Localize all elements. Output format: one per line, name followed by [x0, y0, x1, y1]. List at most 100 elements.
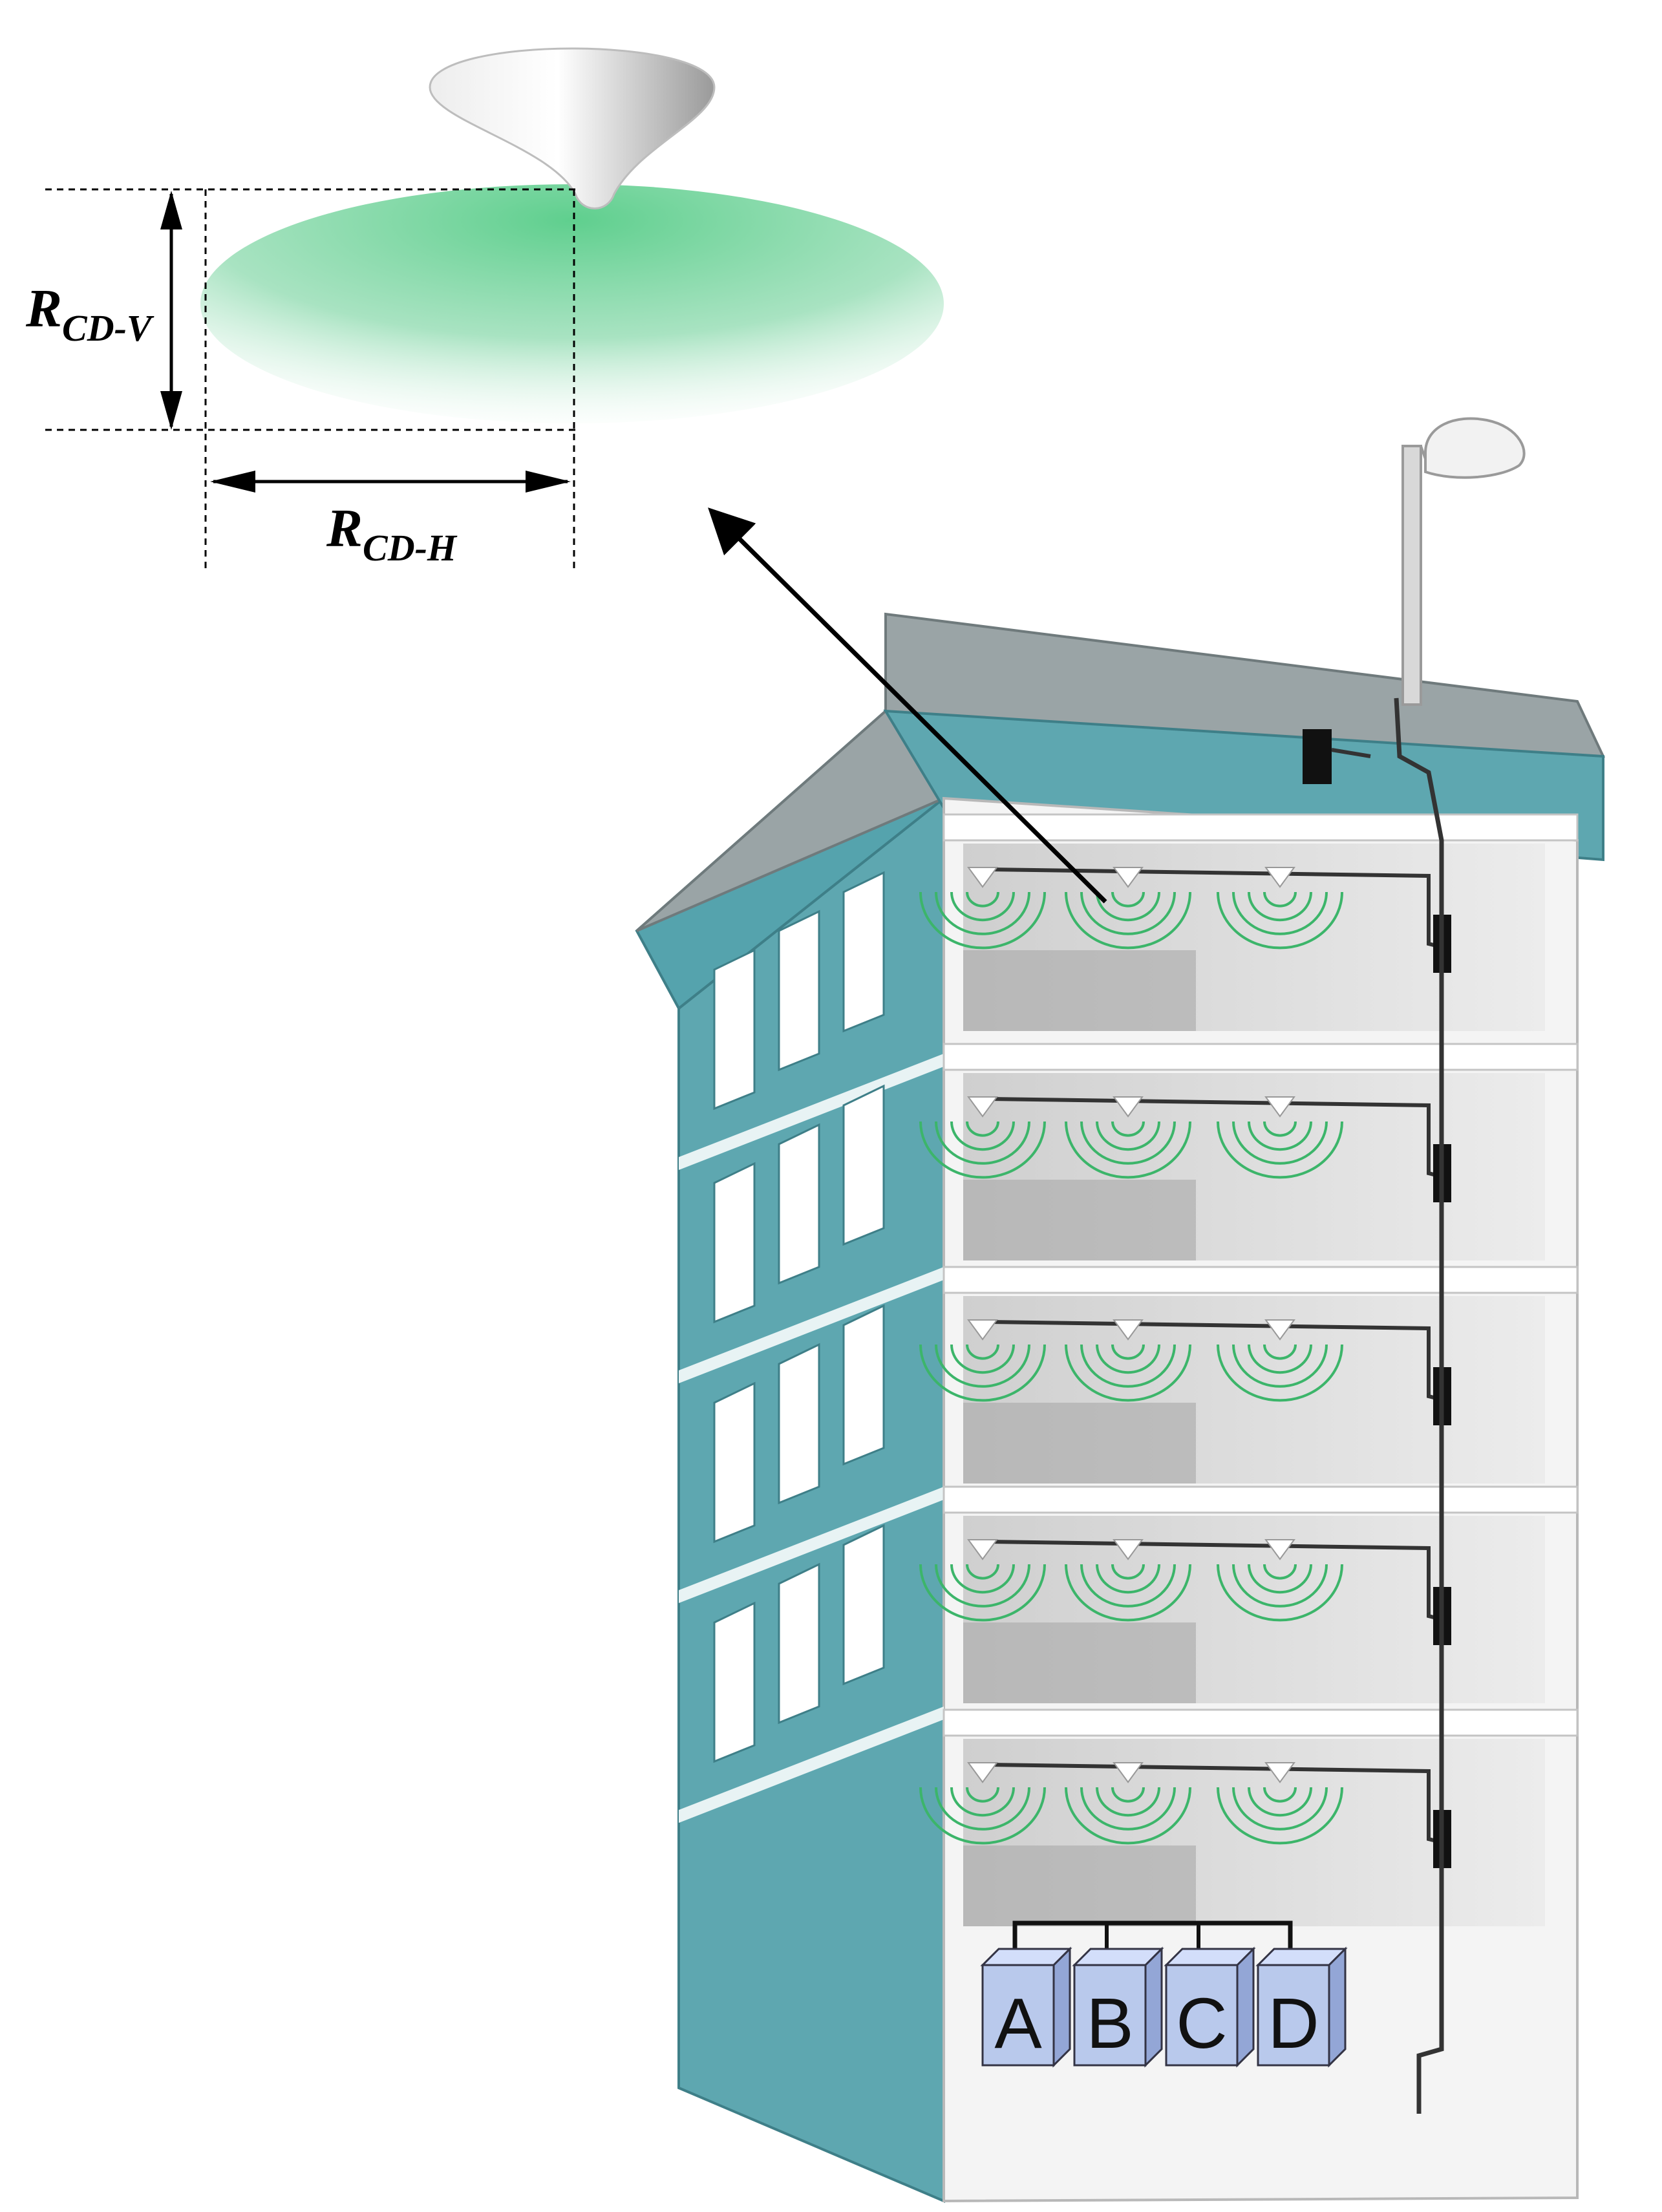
signal-arc [935, 1344, 1030, 1388]
floor-shadow [963, 1622, 1196, 1703]
ceiling-antenna-icon [429, 47, 716, 209]
ceiling-antenna [1264, 867, 1295, 888]
ceiling-antenna [967, 1762, 998, 1783]
roof-equipment-box [1303, 729, 1332, 784]
unit-box-a: A [980, 1946, 1072, 2068]
signal-arc [919, 1121, 1046, 1179]
floor-slab [943, 1266, 1579, 1294]
vertical-range-label: RCD-V [25, 279, 154, 349]
signal-arc [1263, 1121, 1297, 1137]
unit-box-d: D [1255, 1946, 1348, 2068]
signal-arc [935, 1787, 1030, 1831]
signal-arc [950, 1564, 1015, 1594]
signal-arc [1065, 1121, 1191, 1179]
signal-arc [1080, 1344, 1176, 1388]
signal-arc [1263, 891, 1297, 908]
signal-arc [950, 1787, 1015, 1817]
unit-box-b: B [1072, 1946, 1164, 2068]
signal-arc [919, 891, 1046, 950]
ceiling-antenna [1264, 1762, 1295, 1783]
signal-arc [1263, 1564, 1297, 1580]
signal-arc [1096, 1564, 1160, 1594]
ceiling-antenna [1113, 1762, 1144, 1783]
facade-window [713, 1162, 756, 1324]
signal-arc [1096, 1344, 1160, 1374]
signal-arc [1263, 1787, 1297, 1803]
facade-floor-band [679, 1707, 944, 1823]
signal-arc [1080, 1121, 1176, 1165]
signal-arc [1080, 891, 1176, 935]
facade-window [713, 1601, 756, 1763]
signal-arc [919, 1787, 1046, 1845]
signal-arc [1096, 891, 1160, 922]
ceiling-antenna [967, 1539, 998, 1560]
signal-arc [966, 1564, 999, 1580]
floor-shadow [963, 1180, 1196, 1260]
facade-window [842, 1304, 885, 1466]
signal-arc [1065, 891, 1191, 950]
unit-label: D [1268, 1984, 1319, 2063]
floor-shadow [963, 1845, 1196, 1926]
horizontal-range-label: RCD-H [326, 498, 458, 569]
facade-floor-band [679, 1487, 944, 1603]
signal-arc [1248, 1344, 1312, 1374]
signal-arc [950, 1344, 1015, 1374]
floor [919, 813, 1579, 1031]
signal-arc [950, 1121, 1015, 1151]
unit-label: A [994, 1984, 1042, 2063]
floor-slab [943, 1043, 1579, 1071]
ceiling-antenna [1113, 1539, 1144, 1560]
signal-arc [919, 1564, 1046, 1622]
unit-label: C [1176, 1984, 1227, 2063]
ceiling-antenna [967, 1319, 998, 1341]
signal-arc [919, 1344, 1046, 1402]
signal-arc [966, 1121, 999, 1137]
signal-arc [950, 891, 1015, 922]
signal-arc [1248, 1787, 1312, 1817]
signal-arc [1217, 1121, 1343, 1179]
facade-floor-band [679, 1054, 944, 1170]
signal-arc [1217, 1564, 1343, 1622]
signal-arc [935, 1564, 1030, 1608]
facade-window [842, 1524, 885, 1686]
rooftop-antenna [1401, 417, 1526, 706]
coverage-illustration: RCD-V RCD-H [25, 47, 944, 569]
floor [919, 1266, 1579, 1484]
signal-arc [1217, 1344, 1343, 1402]
signal-arc [1111, 1564, 1145, 1580]
signal-arc [1065, 1564, 1191, 1622]
floor-slab [943, 813, 1579, 842]
facade-window [713, 1381, 756, 1544]
signal-arc [966, 891, 999, 908]
ceiling-antenna [967, 867, 998, 888]
signal-arc [1232, 891, 1328, 935]
signal-arc [1065, 1787, 1191, 1845]
facade-window [778, 1343, 820, 1505]
signal-arc [935, 1121, 1030, 1165]
floor [919, 1708, 1579, 1926]
floor-shadow [963, 1403, 1196, 1484]
signal-arc [966, 1344, 999, 1360]
signal-arc [1111, 1344, 1145, 1360]
facade-window [778, 1123, 820, 1285]
floor-shadow [963, 950, 1196, 1031]
signal-arc [1248, 1121, 1312, 1151]
signal-arc [1111, 1787, 1145, 1803]
signal-arc [1232, 1564, 1328, 1608]
riser-cable [1394, 697, 1444, 2114]
signal-arc [1217, 891, 1343, 950]
facade-floor-band [679, 1267, 944, 1383]
signal-arc [1263, 1344, 1297, 1360]
signal-arc [1111, 891, 1145, 908]
coverage-area [200, 184, 944, 423]
facade-window [778, 909, 820, 1072]
ceiling-antenna [1264, 1096, 1295, 1118]
floor-slab [943, 1708, 1579, 1737]
signal-arc [1096, 1787, 1160, 1817]
signal-arc [1232, 1344, 1328, 1388]
ceiling-antenna [1113, 867, 1144, 888]
floors [919, 813, 1579, 1926]
